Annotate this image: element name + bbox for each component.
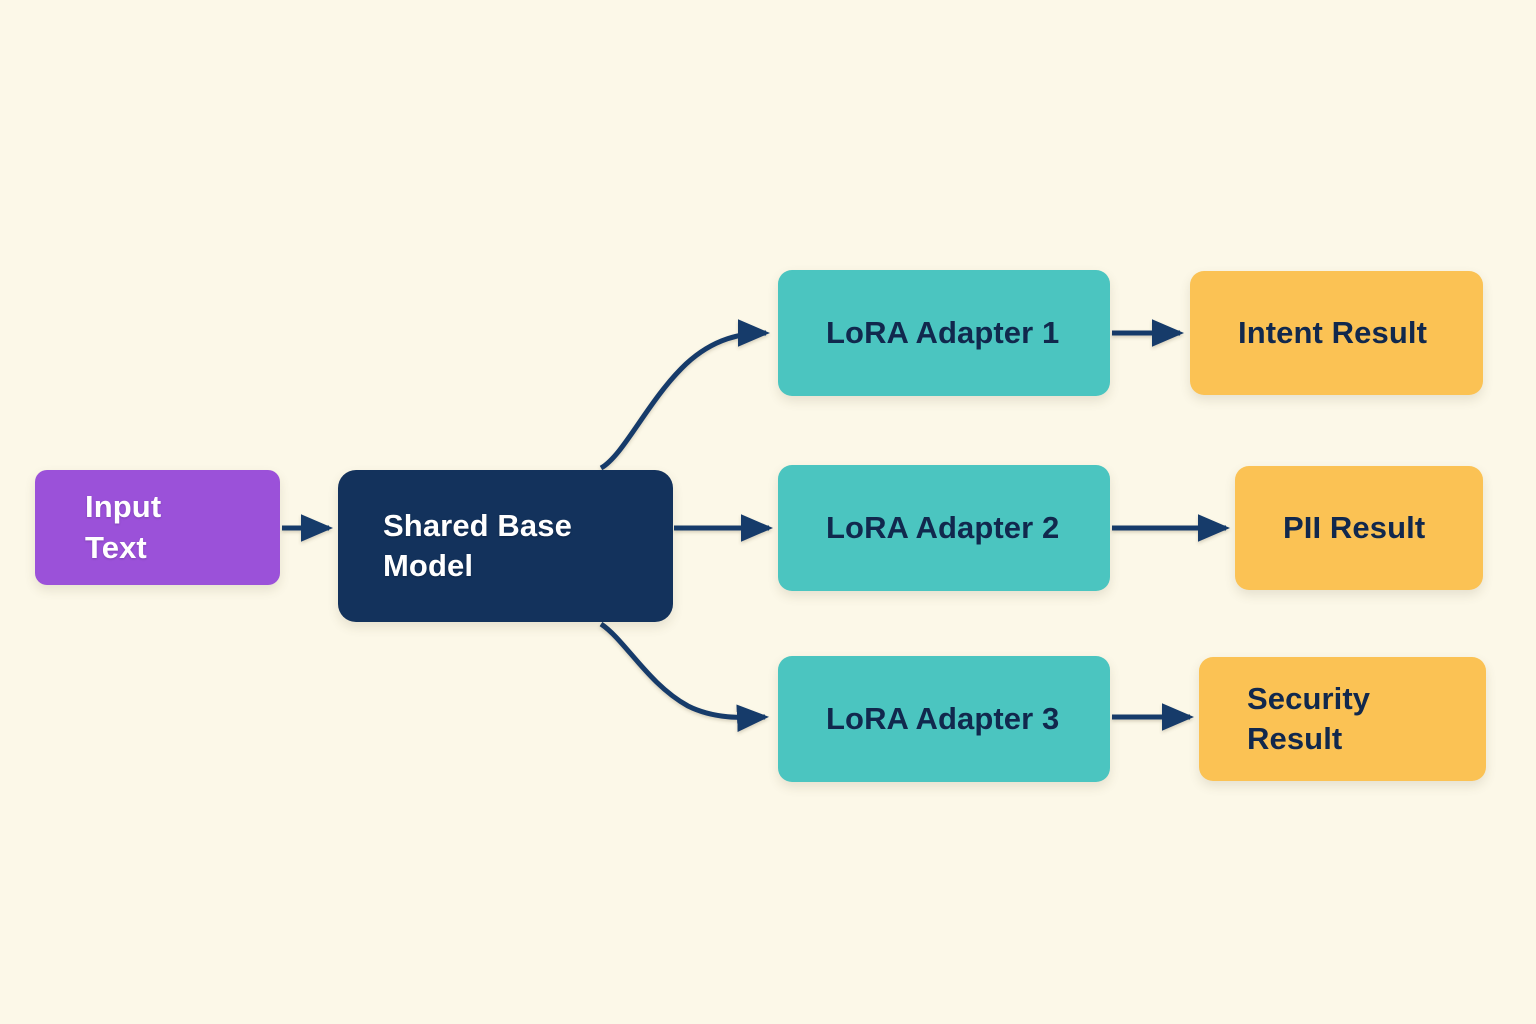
node-intent-result[interactable]: Intent Result bbox=[1190, 271, 1483, 395]
node-lora-adapter-2-label: LoRA Adapter 2 bbox=[826, 509, 1060, 545]
node-lora-adapter-3-label: LoRA Adapter 3 bbox=[826, 700, 1060, 736]
node-lora-adapter-1-label: LoRA Adapter 1 bbox=[826, 314, 1060, 350]
node-input-text-label: Input Text bbox=[85, 489, 162, 565]
node-lora-adapter-2[interactable]: LoRA Adapter 2 bbox=[778, 465, 1110, 591]
node-intent-result-label: Intent Result bbox=[1238, 314, 1428, 350]
node-lora-adapter-3[interactable]: LoRA Adapter 3 bbox=[778, 656, 1110, 782]
node-lora-adapter-1[interactable]: LoRA Adapter 1 bbox=[778, 270, 1110, 396]
node-input-text[interactable]: Input Text bbox=[35, 470, 280, 585]
node-security-result-label: Security Result bbox=[1247, 680, 1371, 756]
edge-base-to-adapter-1 bbox=[599, 319, 771, 471]
node-pii-result[interactable]: PII Result bbox=[1235, 466, 1483, 590]
node-security-result[interactable]: Security Result bbox=[1199, 657, 1486, 781]
node-shared-base-model-label: Shared Base Model bbox=[383, 507, 572, 583]
edge-base-to-adapter-3 bbox=[599, 621, 769, 732]
node-pii-result-label: PII Result bbox=[1283, 509, 1426, 545]
node-shared-base-model[interactable]: Shared Base Model bbox=[338, 470, 673, 622]
